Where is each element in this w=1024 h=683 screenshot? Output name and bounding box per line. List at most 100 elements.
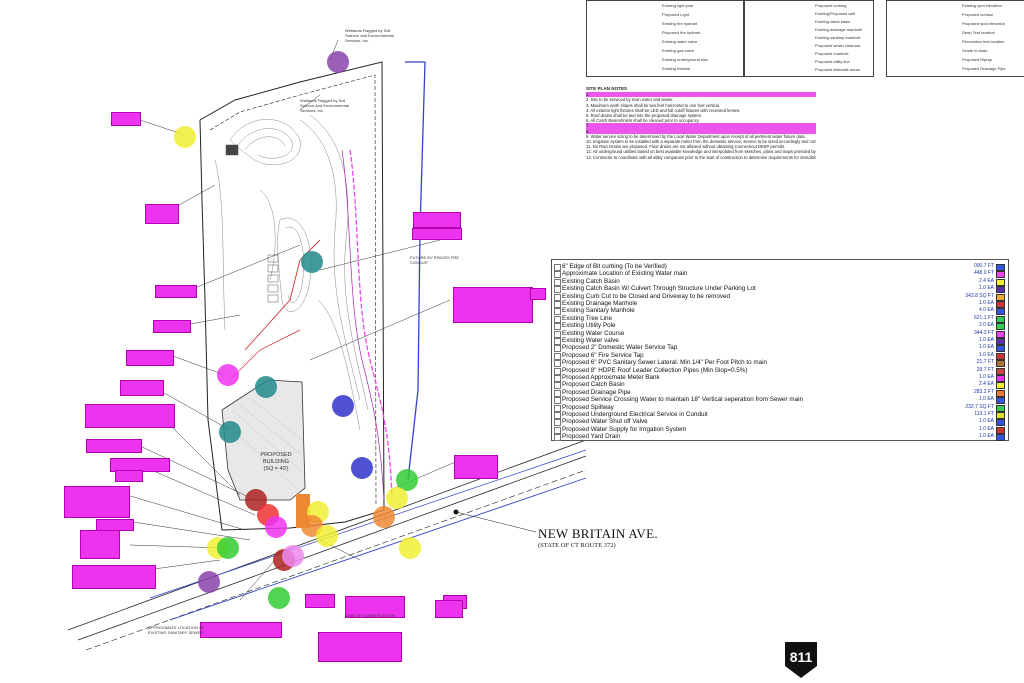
note-item: 9. Water service sizing to be determined… <box>586 133 806 139</box>
plan-marker[interactable] <box>301 251 323 273</box>
plan-marker[interactable] <box>327 51 349 73</box>
note-item: 1. <box>586 92 816 98</box>
plan-marker[interactable] <box>316 525 338 547</box>
plan-marker[interactable] <box>386 487 408 509</box>
plan-marker[interactable] <box>217 364 239 386</box>
note-item: 12. All underground utilities based on b… <box>586 149 816 155</box>
legend-quantity: 1.0 EA <box>978 396 994 403</box>
legend-checkbox[interactable] <box>554 397 561 405</box>
legend-swatch <box>996 412 1005 419</box>
legend-swatch <box>996 352 1005 360</box>
plan-marker[interactable] <box>255 376 277 398</box>
plan-marker[interactable] <box>373 506 395 528</box>
plan-marker[interactable] <box>351 457 373 479</box>
legend-swatch <box>996 382 1005 390</box>
legend-quantity: 1.0 EA <box>978 337 994 343</box>
legend-label: Proposed Service Crossing Water to maint… <box>562 396 804 404</box>
legend-checkbox[interactable] <box>554 315 561 323</box>
callout-label[interactable] <box>120 380 164 396</box>
legend-label: Existing Curb Cut to be Closed and Drive… <box>562 292 730 300</box>
callout-label[interactable] <box>413 212 461 228</box>
legend-checkbox[interactable] <box>554 345 561 353</box>
top-legend-item: Existing spot elevation <box>962 3 1002 8</box>
legend-checkbox[interactable] <box>554 330 561 338</box>
callout-label[interactable] <box>412 228 462 240</box>
callout-label[interactable] <box>111 112 141 126</box>
legend-swatch <box>996 426 1005 434</box>
legend-checkbox[interactable] <box>554 264 561 271</box>
callout-label[interactable] <box>453 287 533 323</box>
street-pointer-dot <box>453 509 459 515</box>
plan-marker[interactable] <box>396 469 418 491</box>
legend-checkbox[interactable] <box>554 419 561 427</box>
plan-marker[interactable] <box>219 421 241 443</box>
callout-label[interactable] <box>305 594 335 608</box>
callout-label[interactable] <box>72 565 156 589</box>
legend-quantity: 1.0 EA <box>978 351 994 358</box>
plan-marker[interactable] <box>282 545 304 567</box>
callout-label[interactable] <box>64 486 130 518</box>
legend-swatch <box>996 419 1005 427</box>
legend-label: Proposed Drainage Pipe <box>562 388 631 396</box>
legend-swatch <box>996 389 1005 397</box>
callout-label[interactable] <box>200 622 282 638</box>
legend-checkbox[interactable] <box>554 308 561 316</box>
callout-label[interactable] <box>126 350 174 366</box>
callout-label[interactable] <box>155 285 197 298</box>
callout-label[interactable] <box>86 439 142 453</box>
plan-marker[interactable] <box>268 587 290 609</box>
callout-label[interactable] <box>115 470 143 482</box>
legend-checkbox[interactable] <box>554 293 561 301</box>
callout-label[interactable] <box>145 204 179 224</box>
building-title: PROPOSED BUILDING <box>260 452 292 465</box>
legend-label: Proposed Yard Drain <box>562 433 621 441</box>
callout-label[interactable] <box>85 404 175 428</box>
plan-marker[interactable] <box>245 489 267 511</box>
legend-checkbox[interactable] <box>554 338 561 345</box>
top-legend-item: Proposed sewer cleanout <box>815 43 861 48</box>
plan-marker[interactable] <box>217 537 239 559</box>
wetlands-flag-label-1: Wetlands Flagged by Soil Science and Env… <box>345 28 394 43</box>
existing-sewer-label: APPROXIMATE LOCATION OF EXISTING SANITAR… <box>148 625 205 635</box>
plan-marker[interactable] <box>399 537 421 559</box>
legend-checkbox[interactable] <box>554 434 561 442</box>
legend-checkbox[interactable] <box>554 382 561 390</box>
legend-checkbox[interactable] <box>554 352 561 360</box>
callout-label[interactable] <box>345 596 405 618</box>
top-legend-item: Proposed Drainage Pipe <box>962 66 1006 71</box>
legend-box-existing-utilities <box>586 0 744 77</box>
callout-label[interactable] <box>153 320 191 333</box>
legend-checkbox[interactable] <box>554 426 561 434</box>
legend-checkbox[interactable] <box>554 271 561 279</box>
legend-checkbox[interactable] <box>554 375 561 382</box>
legend-swatch <box>996 264 1005 271</box>
legend-checkbox[interactable] <box>554 367 561 375</box>
legend-checkbox[interactable] <box>554 360 561 368</box>
legend-checkbox[interactable] <box>554 404 561 412</box>
plan-marker[interactable] <box>332 395 354 417</box>
plan-marker[interactable] <box>174 126 196 148</box>
callout-label[interactable] <box>80 530 120 559</box>
legend-checkbox[interactable] <box>554 286 561 294</box>
legend-row: Proposed Water Supply for Irrigation Sys… <box>552 426 1008 434</box>
legend-checkbox[interactable] <box>554 323 561 331</box>
callout-label[interactable] <box>318 632 402 662</box>
legend-checkbox[interactable] <box>554 389 561 397</box>
callout-label[interactable] <box>435 600 463 618</box>
legend-checkbox[interactable] <box>554 412 561 419</box>
legend-checkbox[interactable] <box>554 301 561 308</box>
legend-swatch <box>996 308 1005 316</box>
callout-label[interactable] <box>454 455 498 479</box>
legend-row: Proposed 8" HDPE Roof Leader Collection … <box>552 367 1008 375</box>
legend-checkbox[interactable] <box>554 278 561 286</box>
water-main-line <box>341 149 385 501</box>
callout-label[interactable] <box>530 288 546 300</box>
notes-list: 1.2. Site to be serviced by town water a… <box>586 92 816 160</box>
plan-marker[interactable] <box>198 571 220 593</box>
legend-label: Existing Catch Basin W/ Culvert Through … <box>562 285 756 293</box>
plan-marker[interactable] <box>265 516 287 538</box>
legend-quantity: 113.1 FT <box>974 411 994 417</box>
utility-legend: 6" Edge of Bit curbing (To be Verified)0… <box>551 259 1009 442</box>
